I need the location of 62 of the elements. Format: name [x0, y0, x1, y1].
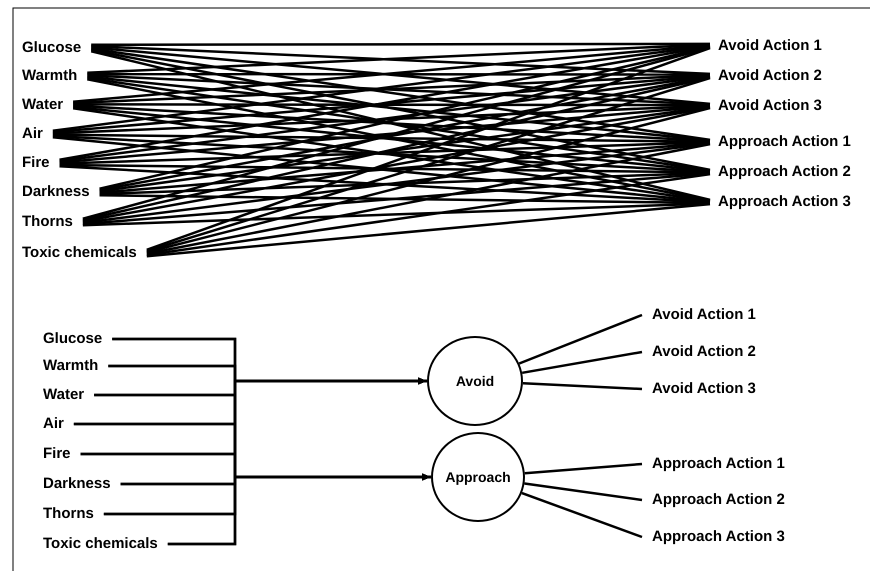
connector-line: [521, 492, 642, 538]
connector-line: [82, 142, 710, 224]
action-label: Approach Action 1: [718, 134, 851, 150]
stimulus-label: Air: [43, 416, 64, 432]
action-label: Approach Action 2: [652, 492, 785, 508]
stimulus-label: Air: [22, 126, 43, 142]
stimulus-label: Toxic chemicals: [22, 244, 137, 262]
connector-line: [82, 76, 710, 222]
action-label: Avoid Action 2: [718, 68, 822, 84]
stimulus-label: Water: [43, 386, 84, 404]
connector-line: [52, 44, 710, 132]
connector-line: [146, 106, 710, 254]
stimulus-label: Thorns: [43, 506, 94, 522]
stimulus-label: Thorns: [22, 214, 73, 230]
connector-line: [82, 202, 710, 226]
stimulus-label: Darkness: [43, 476, 111, 492]
action-label: Avoid Action 3: [718, 98, 822, 114]
circle-label: Approach: [445, 469, 511, 485]
connector-line: [52, 134, 710, 173]
connector-line: [87, 75, 710, 142]
connector-line: [100, 172, 710, 196]
stimulus-label: Glucose: [43, 330, 102, 348]
action-label: Approach Action 3: [652, 528, 785, 546]
connector-line: [52, 104, 710, 135]
connector-line: [59, 45, 710, 161]
stimulus-label: Fire: [43, 446, 71, 462]
connector-line: [524, 482, 642, 502]
action-label: Approach Action 2: [718, 164, 851, 180]
connector-line: [146, 76, 710, 252]
action-label: Approach Action 1: [652, 456, 785, 472]
stimulus-label: Darkness: [22, 184, 90, 200]
connector-line: [99, 142, 710, 194]
connector-line: [59, 141, 710, 165]
connector-line: [91, 42, 710, 46]
stimulus-label: Water: [22, 96, 64, 114]
connector-line: [146, 202, 710, 258]
stimulus-label: Toxic chemicals: [43, 536, 158, 552]
connector-line: [146, 46, 710, 251]
connector-line: [90, 48, 710, 172]
stimulus-label: Fire: [22, 154, 50, 172]
action-label: Avoid Action 3: [652, 380, 756, 398]
action-label: Avoid Action 1: [718, 38, 822, 54]
connector-line: [522, 382, 642, 390]
action-label: Approach Action 3: [718, 194, 851, 210]
connector-line: [82, 106, 710, 223]
connector-line: [146, 172, 710, 256]
stimulus-label: Glucose: [22, 40, 82, 56]
connector-line: [82, 172, 710, 226]
connector-line: [73, 104, 710, 142]
connector-line: [52, 136, 710, 203]
connector-line: [524, 462, 642, 475]
connector-line: [52, 74, 710, 134]
connector-line: [518, 314, 642, 365]
connector-line: [59, 165, 710, 204]
circle-label: Avoid: [456, 373, 494, 389]
connector-line: [146, 142, 710, 255]
action-label: Avoid Action 2: [652, 344, 756, 360]
connector-line: [522, 350, 642, 374]
action-label: Avoid Action 1: [652, 306, 756, 324]
connector-line: [91, 47, 710, 142]
stimulus-label: Warmth: [43, 358, 98, 374]
stimulus-label: Warmth: [22, 68, 78, 84]
